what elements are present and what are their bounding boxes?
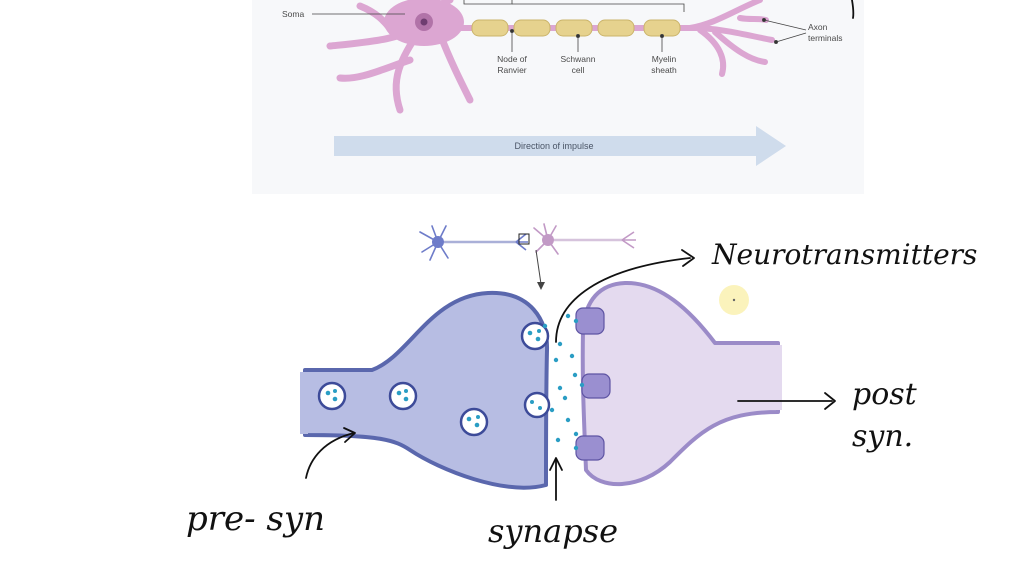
label-soma: Soma (282, 9, 304, 19)
neurotransmitters-arrow (555, 257, 691, 343)
neuron-thumbnail (419, 223, 636, 290)
nucleolus (420, 18, 428, 26)
label-axon-terminals-1: Axon (808, 22, 828, 32)
impulse-label: Direction of impulse (514, 141, 593, 151)
handwritten-mark-top (851, 0, 855, 19)
zoom-box (518, 233, 530, 245)
annotation-post-1: post (852, 377, 918, 412)
myelin-segments (471, 19, 681, 37)
receptor (575, 307, 605, 335)
vesicle (317, 381, 347, 411)
postsynaptic-dendrite-cap (774, 345, 782, 410)
impulse-arrow (334, 126, 786, 166)
label-schwann-1: Schwann (561, 54, 596, 64)
nucleus-bracket (463, 0, 513, 5)
axon-bracket (512, 3, 685, 12)
label-schwann-2: cell (572, 65, 585, 75)
vesicle (459, 407, 489, 437)
vesicle-fusing (523, 391, 551, 419)
annotation-synapse: synapse (488, 512, 618, 550)
annotation-pre-syn: pre- syn (186, 499, 325, 539)
label-leaders (312, 13, 807, 52)
label-myelin-2: sheath (651, 65, 677, 75)
vesicle (388, 381, 418, 411)
synaptic-vesicles (317, 321, 551, 437)
label-axon-terminals-2: terminals (808, 33, 842, 43)
label-node-of-ranvier-2: Ranvier (497, 65, 526, 75)
receptors (575, 307, 611, 461)
neurotransmitter-molecules (325, 313, 579, 443)
pre-syn-arrow (305, 432, 355, 479)
presynaptic-axon-cap (300, 372, 308, 434)
vesicle-fusing (520, 321, 550, 351)
label-myelin-1: Myelin (652, 54, 677, 64)
annotation-post-2: syn. (852, 419, 913, 454)
annotation-neurotransmitters: Neurotransmitters (711, 238, 977, 271)
receptor (575, 435, 605, 461)
postsynaptic-terminal (580, 280, 780, 487)
label-node-of-ranvier-1: Node of (497, 54, 527, 64)
receptor (581, 373, 611, 399)
